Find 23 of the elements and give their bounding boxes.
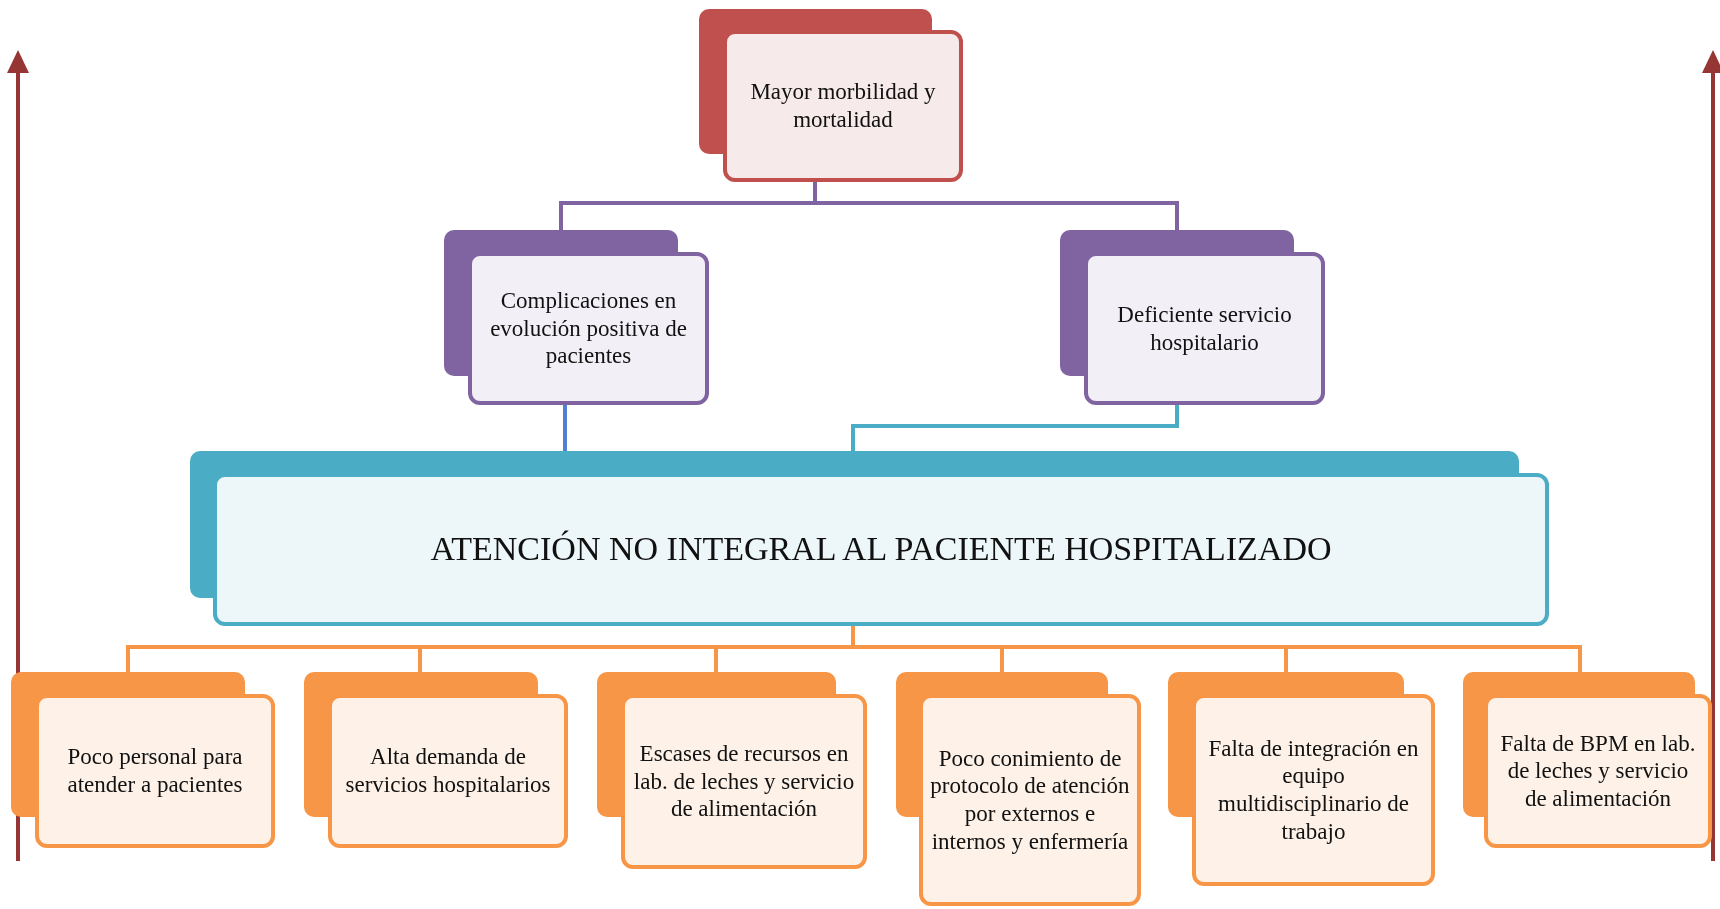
node-text: Deficiente servicio hospitalario [1116,300,1293,357]
node-card [1060,230,1325,405]
node-text: Poco personal para atender a pacientes [66,743,244,799]
problem-title: ATENCIÓN NO INTEGRAL AL PACIENTE HOSPITALIZADO [429,529,1333,570]
node-card [1463,672,1712,848]
node-text: Mayor morbilidad y mortalidad [749,78,937,134]
node-card [444,230,709,405]
node-text: Poco conimiento de protocolo de atención por externos e internos y enfermería [929,744,1131,856]
connector-line [813,182,1179,230]
node-text: Alta demanda de servicios hospitalarios [344,743,552,799]
node-card [896,672,1141,906]
connector-line [563,405,567,451]
node-card [190,451,1549,626]
node-card [597,672,867,869]
node-text: Complicaciones en evolución positiva de pacientes [489,287,688,370]
node-card [304,672,568,848]
node-text: Falta de BPM en lab. de leches y servicio de alimentación [1499,729,1697,813]
node-text: Escases de recursos en lab. de leches y servicio de alimentación [632,740,856,823]
node-card [1168,672,1435,886]
node-text: Falta de integración en equipo multidisciplinario de trabajo [1207,734,1420,846]
node-card [699,9,963,182]
connector-line [851,405,1179,451]
node-card [11,672,275,848]
